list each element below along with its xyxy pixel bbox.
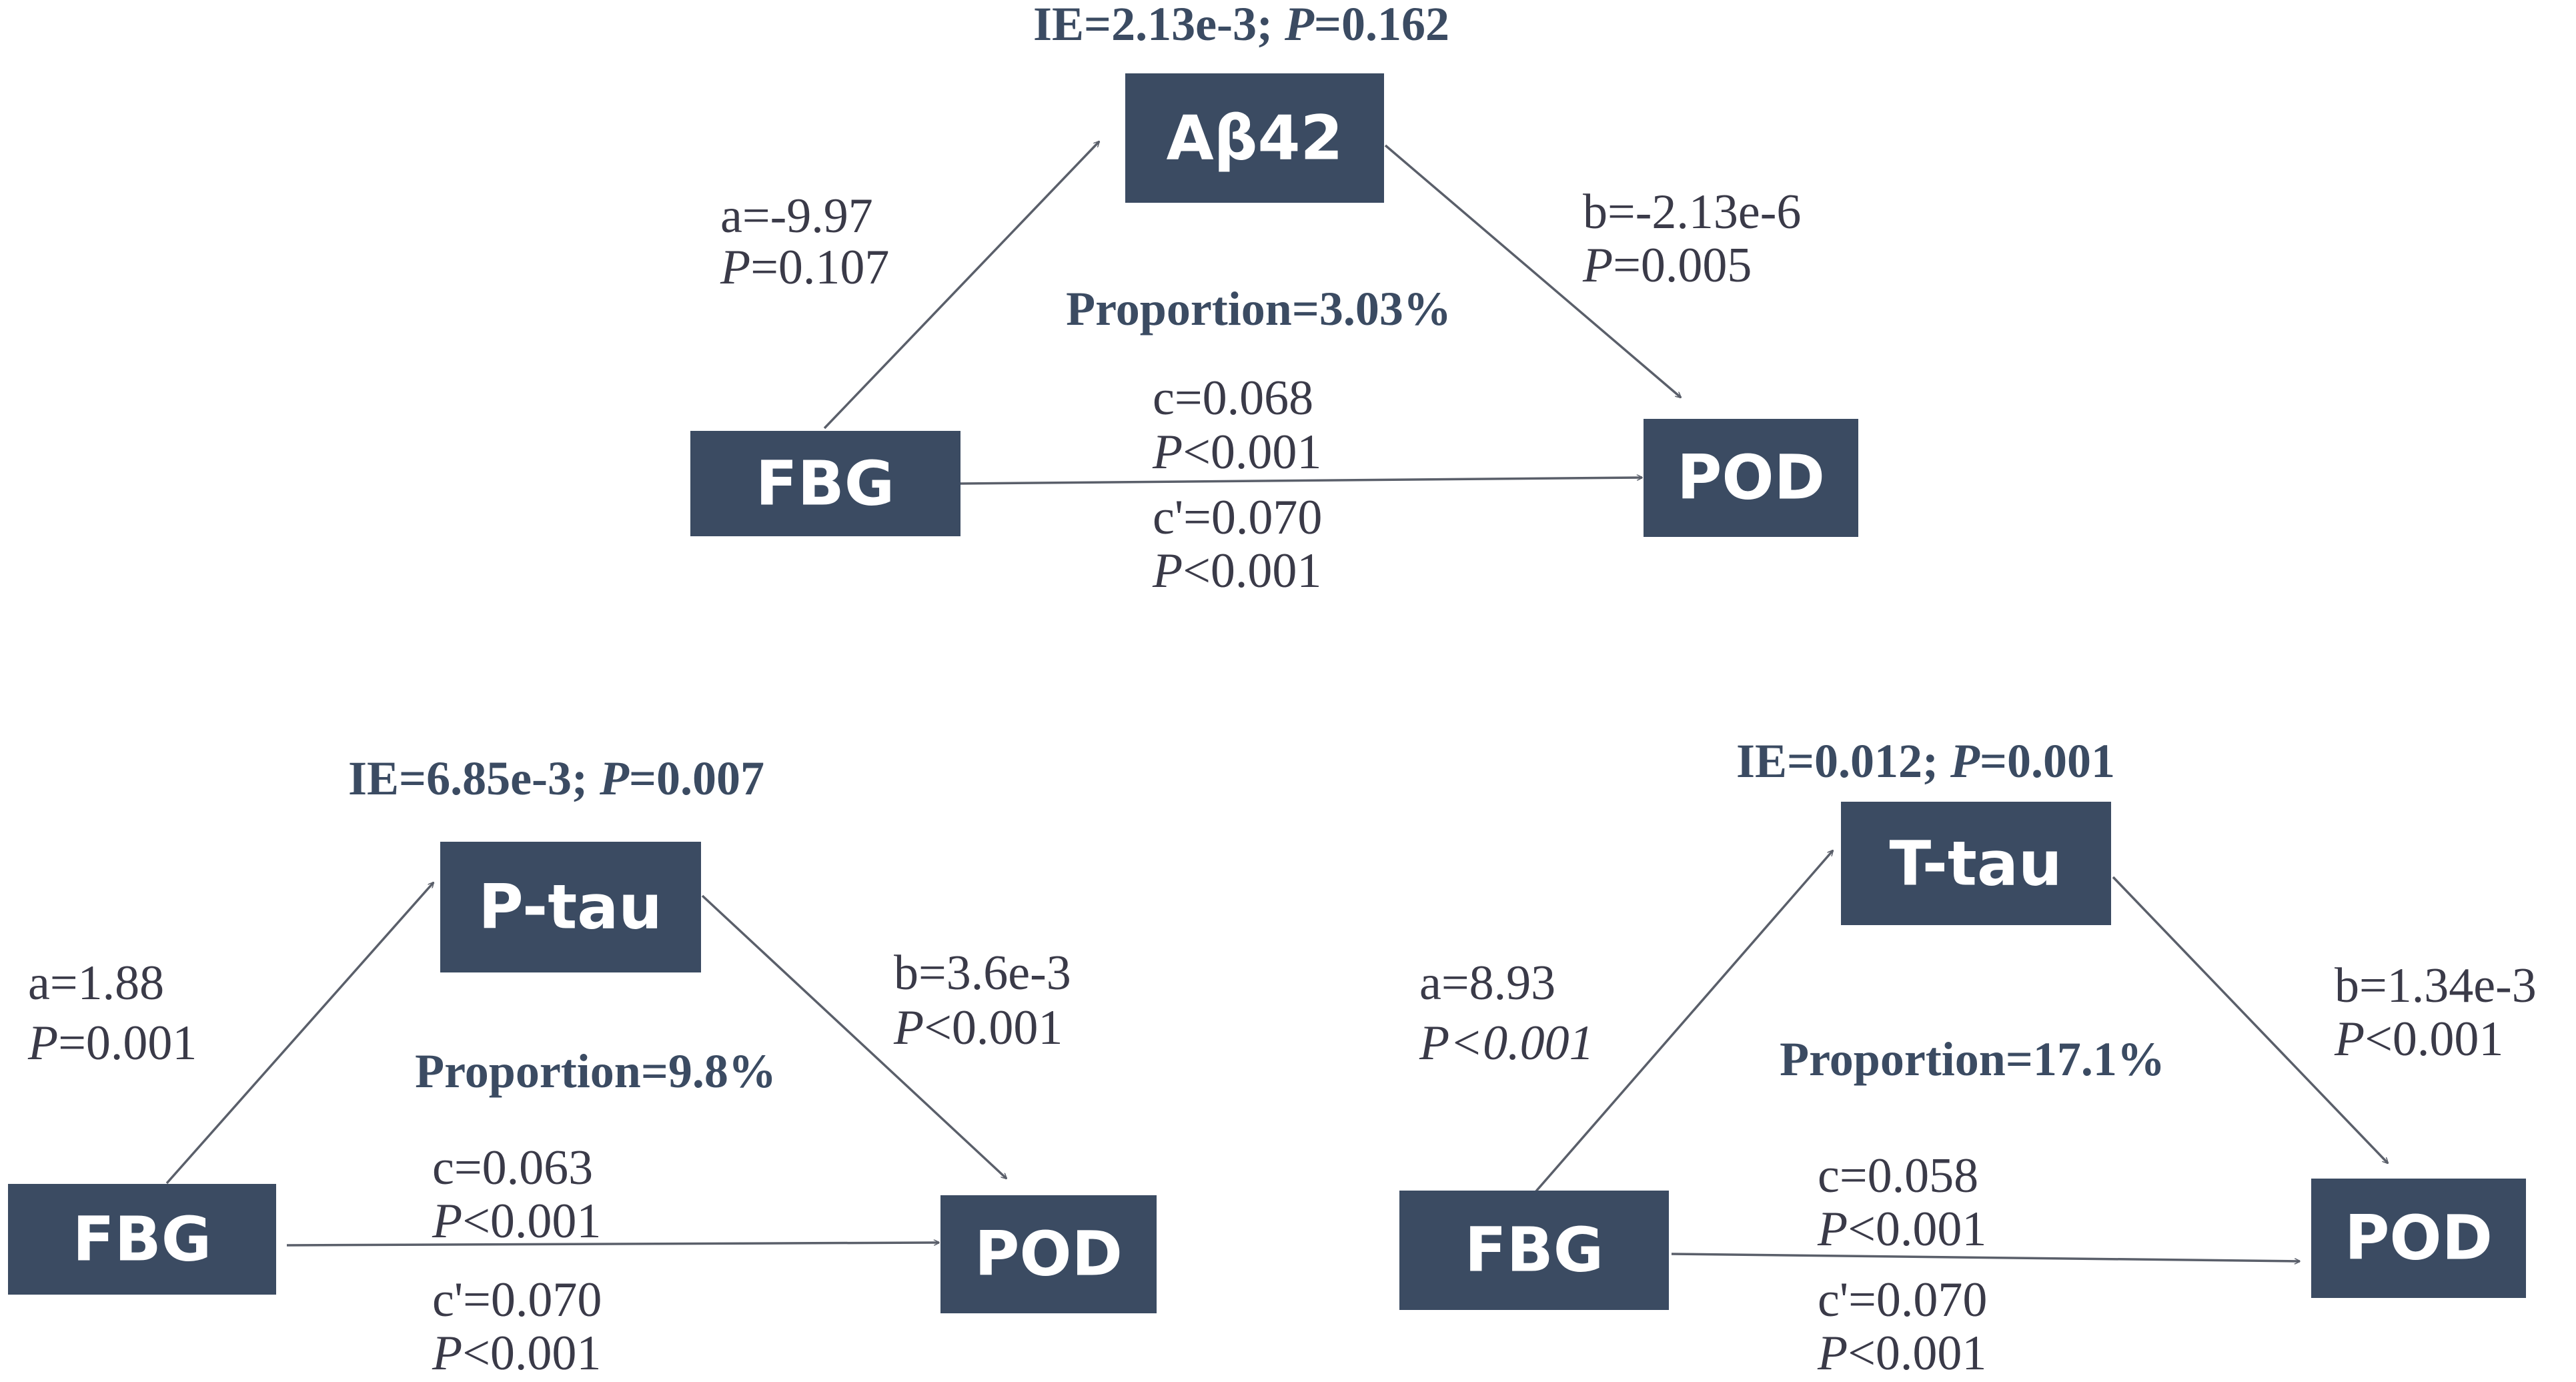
path-c-coef: c=0.058: [1818, 1149, 1978, 1203]
edge-c-path: [286, 1243, 939, 1247]
edge-b-path: [2112, 876, 2388, 1163]
outcome-box: POD: [2311, 1179, 2526, 1298]
path-a-pvalue: P=0.001: [27, 1016, 197, 1071]
path-b-pvalue: P=0.005: [1582, 238, 1752, 293]
indirect-effect-header: IE=6.85e-3; P=0.007: [348, 752, 764, 805]
mediator-label: P-tau: [478, 872, 662, 943]
outcome-box: POD: [1644, 419, 1858, 537]
path-c-pvalue: P<0.001: [1152, 425, 1321, 480]
outcome-label: POD: [2345, 1203, 2493, 1274]
proportion-label: Proportion=3.03%: [1066, 282, 1451, 335]
edge-c-path: [960, 478, 1642, 485]
path-c-prime-pvalue: P<0.001: [432, 1326, 601, 1381]
path-c-prime-coef: c'=0.070: [432, 1273, 602, 1327]
outcome-label: POD: [975, 1219, 1123, 1290]
exposure-label: FBG: [73, 1204, 211, 1275]
mediator-box: Aβ42: [1125, 73, 1384, 203]
path-c-pvalue: P<0.001: [1817, 1202, 1986, 1257]
path-b-coef: b=1.34e-3: [2335, 958, 2537, 1013]
path-a-pvalue: P<0.001: [1419, 1016, 1594, 1071]
edge-c-path: [1671, 1253, 2300, 1261]
indirect-effect-header: IE=2.13e-3; P=0.162: [1033, 0, 1449, 51]
exposure-box: FBG: [690, 431, 960, 536]
indirect-effect-header: IE=0.012; P=0.001: [1736, 734, 2115, 788]
path-c-prime-pvalue: P<0.001: [1152, 544, 1321, 598]
path-c-prime-coef: c'=0.070: [1153, 490, 1322, 545]
mediator-box: P-tau: [440, 842, 701, 972]
panel-ptau: P-tau FBG POD IE=6.85e-3; P=0.007 a=1.88…: [8, 752, 1157, 1381]
exposure-label: FBG: [1465, 1215, 1603, 1286]
exposure-box: FBG: [1399, 1191, 1669, 1310]
path-b-coef: b=3.6e-3: [894, 946, 1071, 1000]
mediator-label: Aβ42: [1166, 103, 1343, 174]
edge-b-path: [701, 894, 1007, 1179]
proportion-label: Proportion=9.8%: [415, 1045, 776, 1098]
path-a-coef: a=-9.97: [720, 189, 873, 243]
mediator-label: T-tau: [1890, 828, 2062, 900]
path-a-coef: a=1.88: [28, 956, 164, 1010]
edge-a-path: [1534, 850, 1833, 1193]
path-b-pvalue: P<0.001: [893, 1000, 1063, 1055]
panel-ttau: T-tau FBG POD IE=0.012; P=0.001 a=8.93 P…: [1399, 734, 2537, 1381]
path-b-coef: b=-2.13e-6: [1583, 185, 1801, 239]
path-c-coef: c=0.063: [432, 1141, 593, 1195]
proportion-label: Proportion=17.1%: [1780, 1032, 2165, 1086]
path-a-pvalue: P=0.107: [720, 240, 889, 295]
outcome-box: POD: [940, 1195, 1157, 1313]
path-c-pvalue: P<0.001: [432, 1194, 601, 1249]
edge-a-path: [165, 882, 434, 1185]
path-c-prime-pvalue: P<0.001: [1817, 1326, 1986, 1381]
edge-b-path: [1384, 144, 1681, 398]
edge-a-path: [823, 141, 1099, 430]
mediator-box: T-tau: [1841, 802, 2111, 925]
outcome-label: POD: [1677, 442, 1825, 514]
path-a-coef: a=8.93: [1419, 956, 1555, 1010]
path-c-prime-coef: c'=0.070: [1818, 1273, 1987, 1327]
path-c-coef: c=0.068: [1153, 371, 1313, 426]
path-b-pvalue: P<0.001: [2334, 1012, 2503, 1067]
exposure-box: FBG: [8, 1184, 276, 1295]
panel-abeta42: Aβ42 FBG POD IE=2.13e-3; P=0.162 a=-9.97…: [690, 0, 1858, 598]
exposure-label: FBG: [756, 448, 894, 520]
